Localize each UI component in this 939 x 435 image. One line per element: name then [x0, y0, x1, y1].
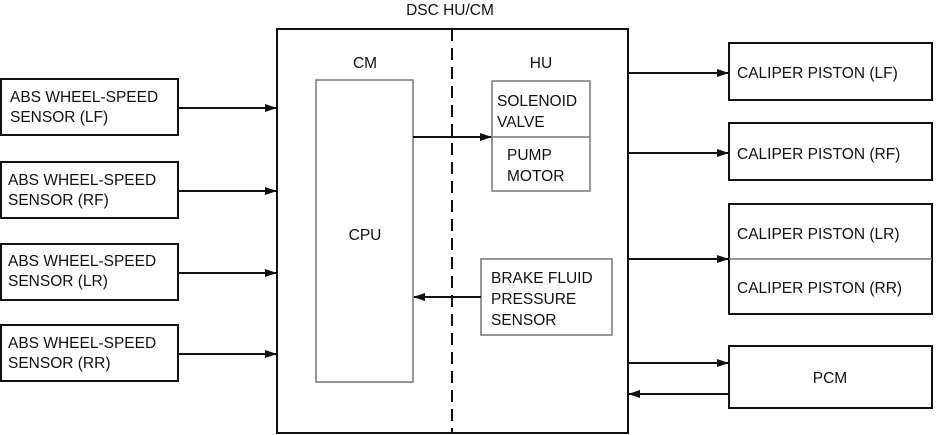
input-lf-line1: ABS WHEEL-SPEED: [10, 89, 158, 106]
caliper-rf-label: CALIPER PISTON (RF): [737, 146, 900, 163]
input-rr-line2: SENSOR (RR): [8, 355, 110, 372]
input-sensor-lr: ABS WHEEL-SPEED SENSOR (LR): [0, 243, 277, 301]
brake-sensor-line3: SENSOR: [491, 312, 556, 329]
input-lr-line1: ABS WHEEL-SPEED: [8, 253, 156, 270]
cpu-box: [315, 79, 414, 383]
input-lf-line2: SENSOR (LF): [10, 109, 108, 126]
solenoid-pump-box: SOLENOID VALVE PUMP MOTOR: [491, 80, 591, 192]
hu-label: HU: [530, 55, 552, 72]
input-rf-line1: ABS WHEEL-SPEED: [8, 172, 156, 189]
diagram-title: DSC HU/CM: [406, 2, 494, 19]
caliper-lr-label: CALIPER PISTON (LR): [737, 226, 900, 243]
output-caliper-rear: CALIPER PISTON (LR) CALIPER PISTON (RR): [628, 203, 933, 315]
input-sensor-lf: ABS WHEEL-SPEED SENSOR (LF): [0, 78, 277, 136]
input-rf-line2: SENSOR (RF): [8, 192, 109, 209]
input-rr-line1: ABS WHEEL-SPEED: [8, 335, 156, 352]
pump-motor-line2: MOTOR: [507, 168, 564, 185]
caliper-lf-label: CALIPER PISTON (LF): [737, 65, 898, 82]
pcm-label: PCM: [813, 370, 847, 387]
brake-fluid-pressure-sensor-box: BRAKE FLUID PRESSURE SENSOR: [480, 258, 613, 336]
brake-sensor-line1: BRAKE FLUID: [491, 270, 593, 287]
output-pcm: PCM: [628, 345, 933, 409]
brake-sensor-line2: PRESSURE: [491, 291, 576, 308]
pump-motor-line1: PUMP: [507, 147, 552, 164]
input-sensor-rf: ABS WHEEL-SPEED SENSOR (RF): [0, 161, 277, 219]
solenoid-valve-line1: SOLENOID: [497, 93, 577, 110]
output-caliper-rf: CALIPER PISTON (RF): [628, 122, 933, 181]
input-lr-line2: SENSOR (LR): [8, 273, 108, 290]
caliper-rr-label: CALIPER PISTON (RR): [737, 280, 902, 297]
cpu-label: CPU: [349, 227, 382, 244]
solenoid-valve-line2: VALVE: [497, 114, 545, 131]
cm-label: CM: [353, 55, 377, 72]
input-sensor-rr: ABS WHEEL-SPEED SENSOR (RR): [0, 324, 277, 382]
output-caliper-lf: CALIPER PISTON (LF): [628, 42, 933, 101]
